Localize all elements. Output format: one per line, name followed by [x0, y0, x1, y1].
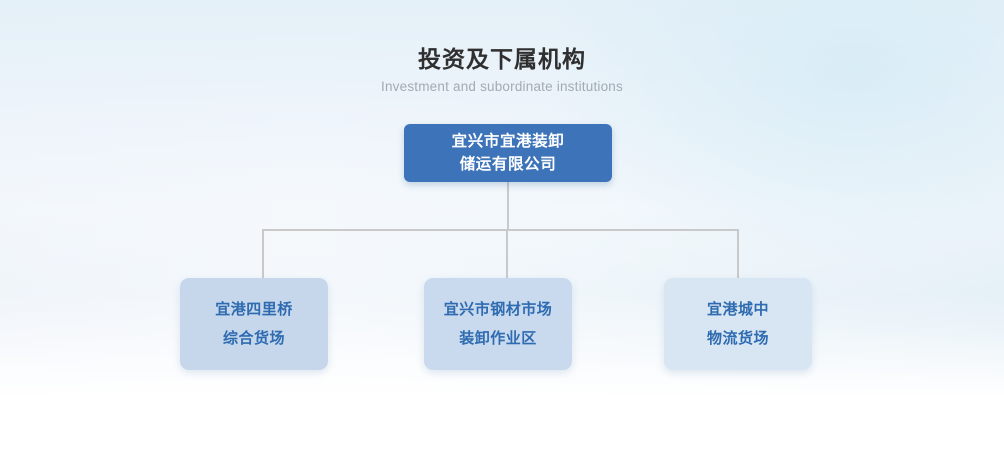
org-node-root-label: 宜兴市宜港装卸 储运有限公司	[451, 133, 565, 173]
page-subtitle: Investment and subordinate institutions	[381, 79, 623, 94]
connector-drop-child-3	[737, 229, 739, 279]
org-node-child-1-label: 宜港四里桥 综合货场	[215, 301, 293, 347]
org-node-child-3[interactable]: 宜港城中 物流货场	[664, 278, 812, 370]
connector-drop-child-1	[262, 229, 264, 279]
connector-drop-child-2	[506, 229, 508, 279]
org-node-root[interactable]: 宜兴市宜港装卸 储运有限公司	[404, 124, 612, 182]
page-heading: 投资及下属机构 Investment and subordinate insti…	[0, 44, 1004, 96]
org-node-child-1[interactable]: 宜港四里桥 综合货场	[180, 278, 328, 370]
connector-horizontal-bus	[262, 229, 739, 231]
org-node-child-2-label: 宜兴市钢材市场 装卸作业区	[443, 301, 553, 347]
page-title: 投资及下属机构	[418, 46, 586, 72]
connector-root-stem	[507, 182, 509, 231]
org-node-child-3-label: 宜港城中 物流货场	[706, 301, 769, 347]
org-node-child-2[interactable]: 宜兴市钢材市场 装卸作业区	[424, 278, 572, 370]
